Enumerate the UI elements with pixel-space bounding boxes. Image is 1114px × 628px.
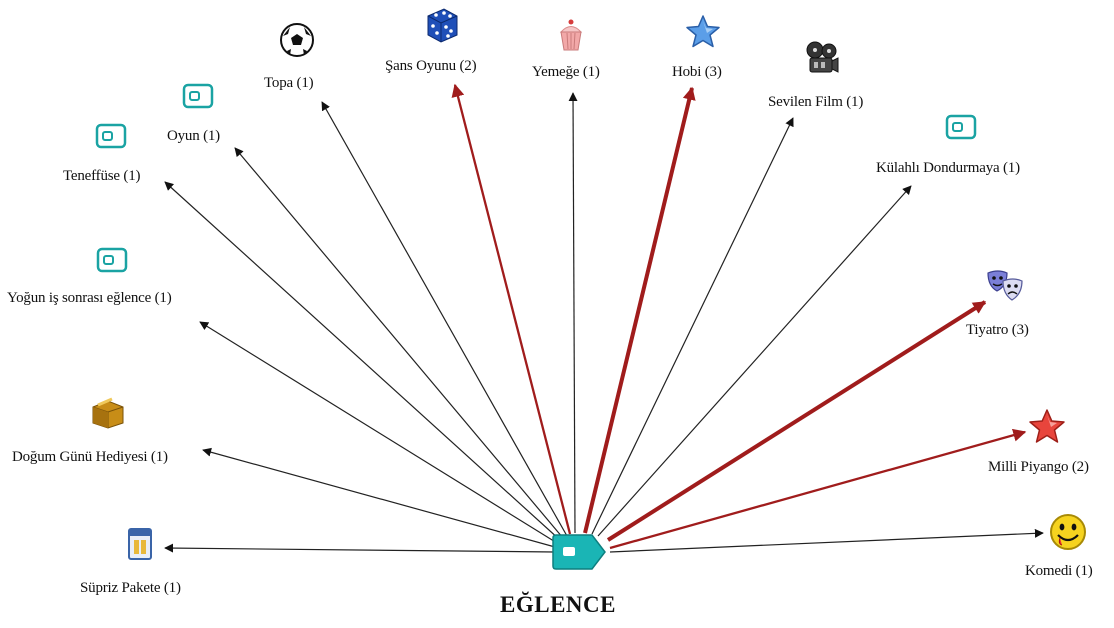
- tag-icon: [95, 123, 127, 154]
- node-label-oyun: Oyun (1): [167, 128, 220, 144]
- center-label: EĞLENCE: [500, 592, 616, 617]
- tag-icon: [945, 114, 977, 145]
- node-label-topa: Topa (1): [264, 75, 314, 91]
- edge-tiyatro: [606, 300, 987, 542]
- node-label-tiyatro: Tiyatro (3): [966, 322, 1029, 338]
- edge-yogun-is: [199, 321, 558, 544]
- node-label-komedi: Komedi (1): [1025, 563, 1093, 579]
- edge-dogum-gunu: [202, 447, 556, 548]
- film-reel-icon: [805, 40, 839, 83]
- node-label-supriz-pakete: Süpriz Pakete (1): [80, 580, 181, 596]
- center-tag-icon[interactable]: [550, 533, 608, 576]
- edge-topa: [321, 101, 568, 537]
- tag-icon: [96, 247, 128, 278]
- theater-masks-icon: [985, 269, 1025, 310]
- gift-box-icon: [90, 393, 126, 434]
- node-label-yemege: Yemeğe (1): [532, 64, 600, 80]
- node-label-yogun-is: Yoğun iş sonrası eğlence (1): [7, 290, 172, 306]
- node-label-kulahli: Külahlı Dondurmaya (1): [876, 160, 1020, 176]
- edge-sevilen-film: [591, 117, 794, 535]
- tag-icon: [182, 83, 214, 114]
- edge-komedi: [609, 528, 1044, 553]
- soccer-ball-icon: [279, 22, 315, 63]
- node-label-dogum-gunu: Doğum Günü Hediyesi (1): [12, 449, 168, 465]
- edge-sans-oyunu: [451, 83, 572, 535]
- edge-kulahli: [597, 185, 912, 537]
- node-label-sans-oyunu: Şans Oyunu (2): [385, 58, 477, 74]
- edge-teneffuse: [164, 181, 561, 541]
- edge-yemege: [568, 92, 578, 534]
- package-icon: [127, 527, 153, 566]
- edge-hobi: [583, 86, 696, 534]
- edge-supriz-pakete: [164, 543, 556, 553]
- blue-star-icon: [685, 14, 721, 53]
- node-label-milli-piyango: Milli Piyango (2): [988, 459, 1089, 475]
- node-label-teneffuse: Teneffüse (1): [63, 168, 141, 184]
- edge-oyun: [234, 147, 564, 539]
- edge-milli-piyango: [609, 428, 1027, 550]
- node-label-hobi: Hobi (3): [672, 64, 722, 80]
- dice-icon: [424, 6, 460, 49]
- red-star-icon: [1028, 408, 1066, 449]
- cupcake-icon: [558, 18, 584, 57]
- smiley-icon: [1048, 512, 1088, 557]
- node-label-sevilen-film: Sevilen Film (1): [768, 94, 864, 110]
